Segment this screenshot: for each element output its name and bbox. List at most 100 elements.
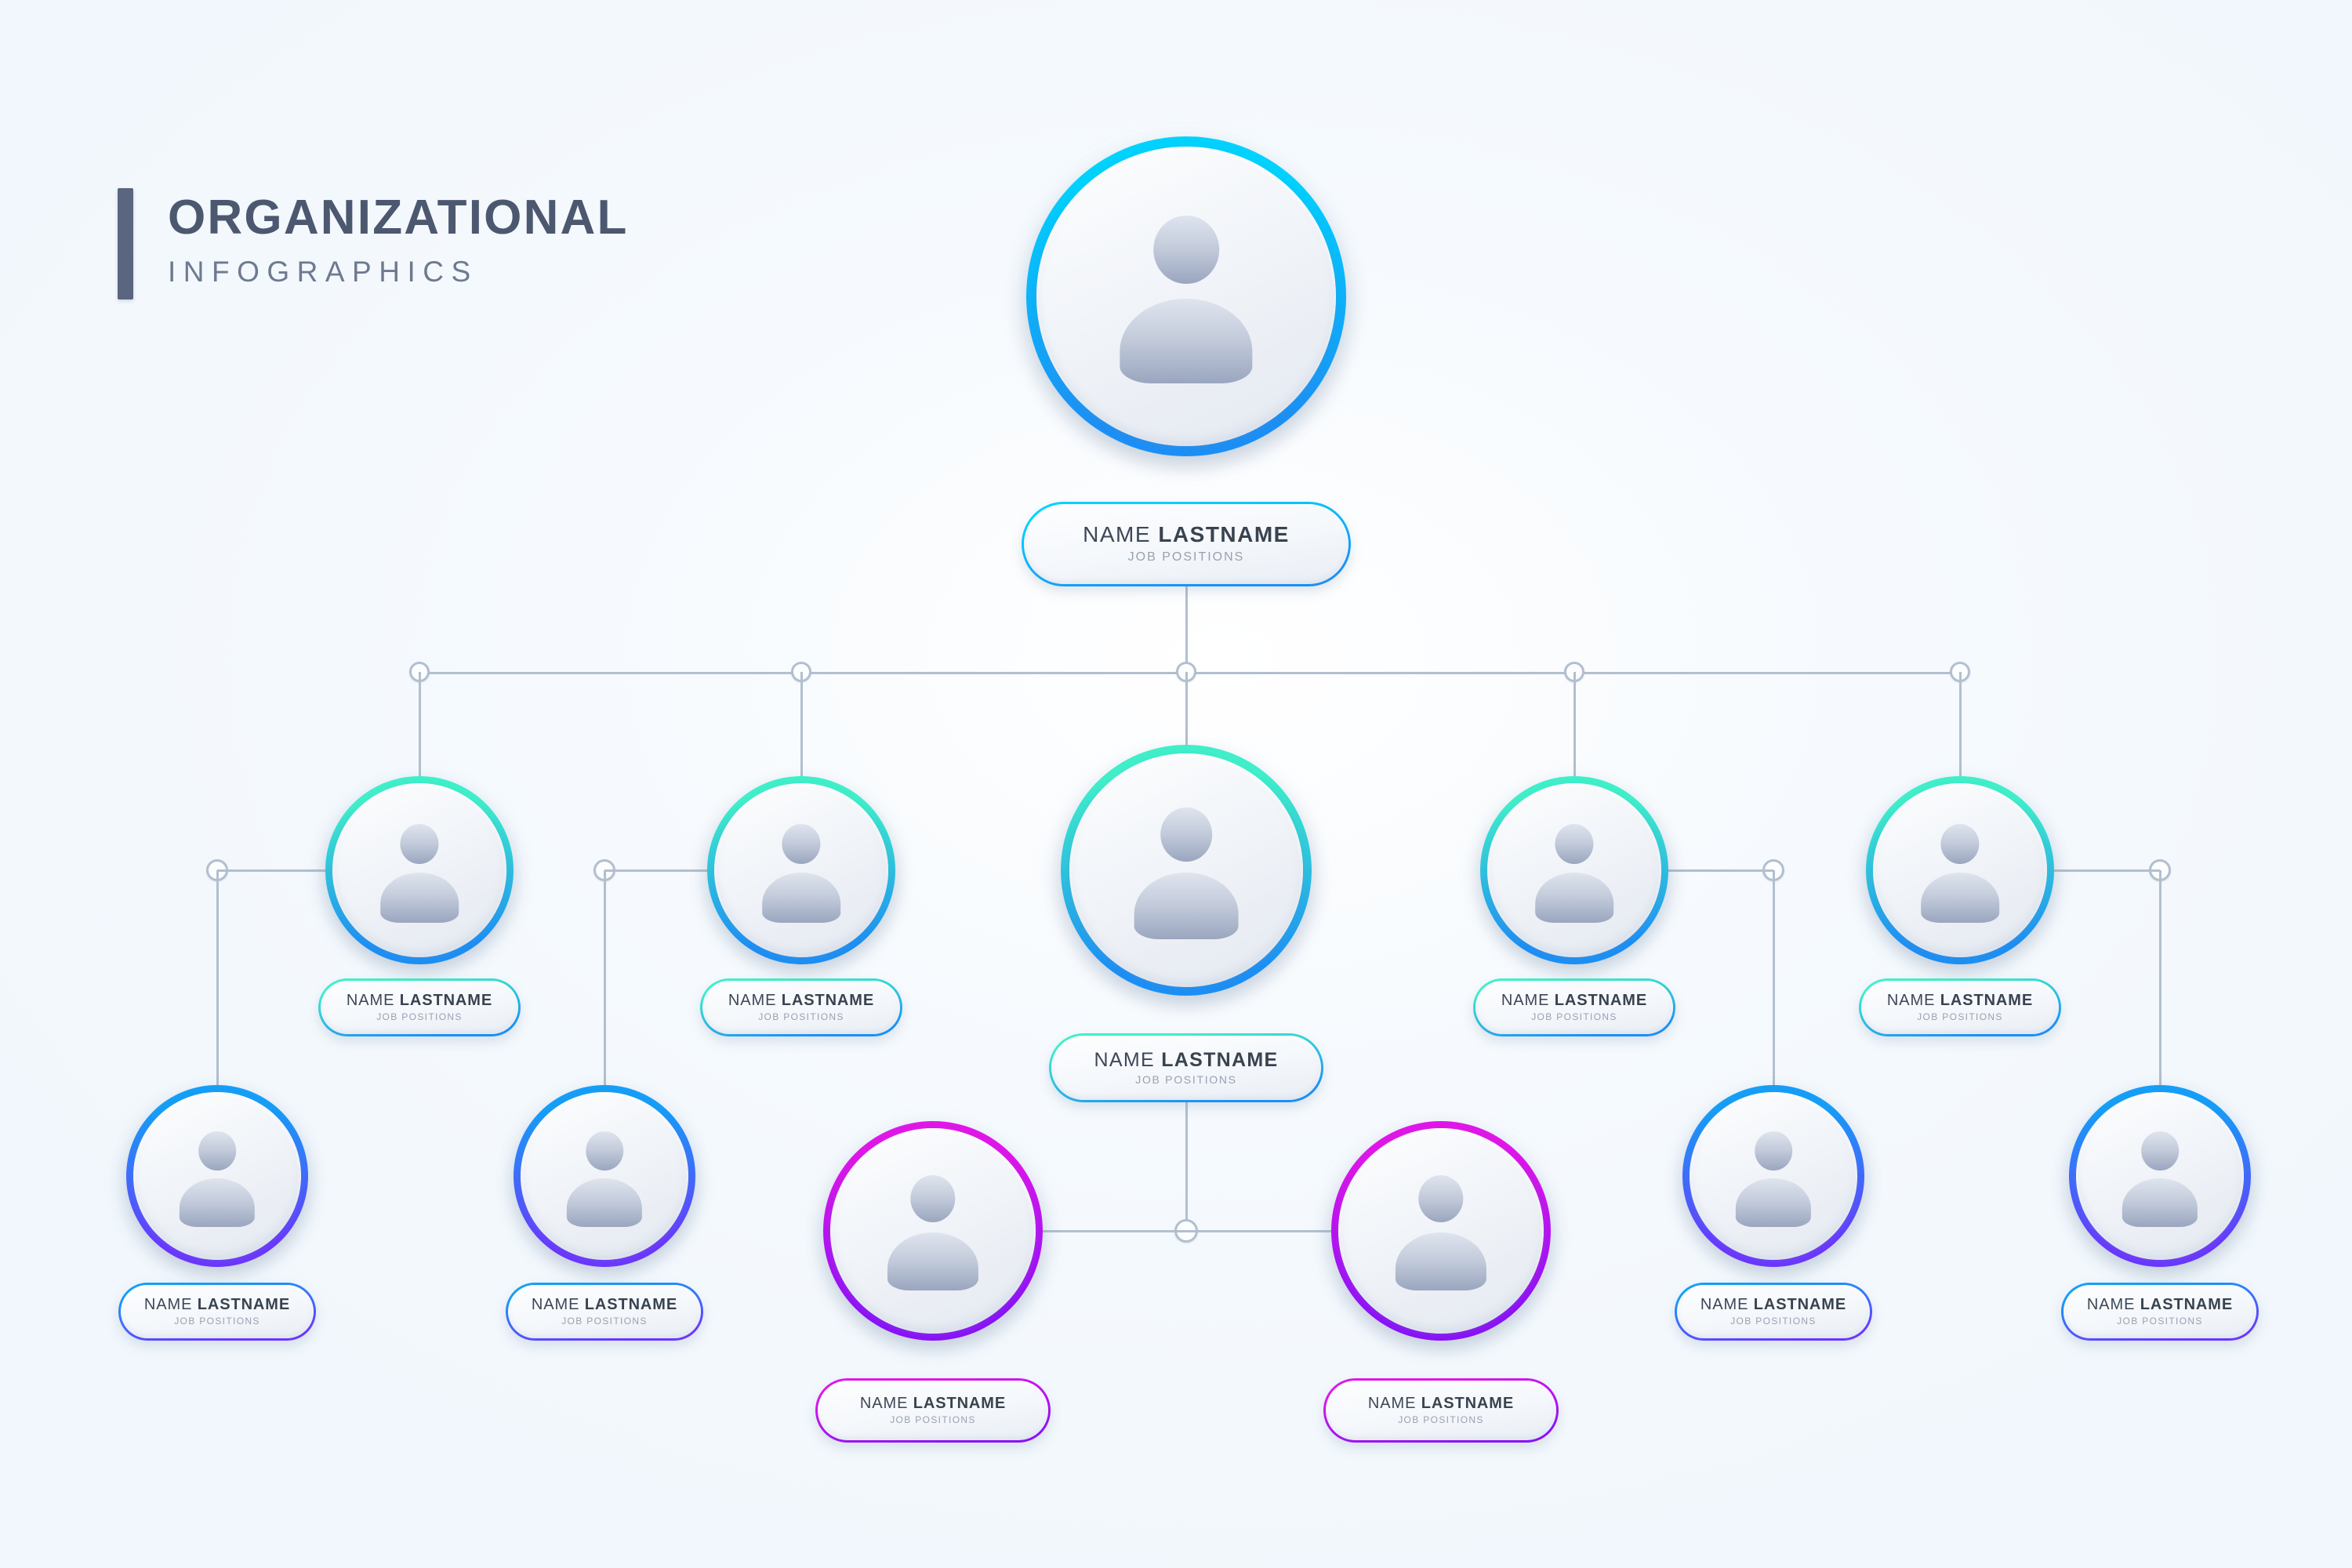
avatar-face-plate: [714, 783, 888, 957]
org-node-l2-1[interactable]: [325, 776, 514, 964]
person-first-name: NAME: [2086, 1296, 2140, 1314]
avatar-face-plate: [1069, 753, 1303, 987]
org-node-l3-1[interactable]: [126, 1085, 308, 1267]
person-job-title: JOB POSITIONS: [376, 1011, 463, 1022]
avatar-ceo[interactable]: [1026, 136, 1346, 456]
org-node-l2-4[interactable]: [1480, 776, 1668, 964]
connector-center-drop: [1185, 1102, 1188, 1231]
person-icon: [1690, 1092, 1857, 1260]
person-first-name: NAME: [859, 1395, 913, 1413]
person-icon: [521, 1092, 688, 1260]
person-name: NAME LASTNAME: [143, 1296, 290, 1314]
person-first-name: NAME: [1083, 522, 1159, 547]
avatar-l2-1[interactable]: [325, 776, 514, 964]
org-node-l2-5[interactable]: [1866, 776, 2054, 964]
avatar-ring: [707, 776, 895, 964]
avatar-face-plate: [830, 1128, 1036, 1334]
connector-ceo-drop: [1185, 586, 1188, 672]
avatar-l3-5[interactable]: [1682, 1085, 1864, 1267]
avatar-l3-1[interactable]: [126, 1085, 308, 1267]
avatar-ring: [514, 1085, 695, 1267]
org-node-l3-3[interactable]: [823, 1121, 1043, 1341]
person-job-title: JOB POSITIONS: [890, 1414, 976, 1425]
person-name: NAME LASTNAME: [2086, 1296, 2234, 1314]
avatar-face-plate: [332, 783, 506, 957]
connector-bus-to-l2-3: [1185, 672, 1188, 745]
person-icon: [332, 783, 506, 957]
person-name: NAME LASTNAME: [1887, 992, 2033, 1010]
avatar-l3-3[interactable]: [823, 1121, 1043, 1341]
avatar-face-plate: [521, 1092, 688, 1260]
connector-bus-to-l2-5: [1959, 672, 1962, 776]
org-node-l3-2[interactable]: [514, 1085, 695, 1267]
connector-bus-to-l2-4: [1573, 672, 1576, 776]
connector-to-l3-1: [216, 870, 219, 1085]
person-first-name: NAME: [1501, 992, 1555, 1010]
page-title: ORGANIZATIONAL INFOGRAPHICS: [118, 188, 629, 300]
avatar-ring: [1866, 776, 2054, 964]
person-first-name: NAME: [728, 992, 782, 1010]
person-name: NAME LASTNAME: [859, 1395, 1007, 1413]
org-node-ceo[interactable]: [1026, 136, 1346, 456]
person-icon: [2076, 1092, 2244, 1260]
person-job-title: JOB POSITIONS: [1730, 1315, 1817, 1327]
title-main: ORGANIZATIONAL: [168, 191, 629, 245]
org-node-l2-2[interactable]: [707, 776, 895, 964]
connector-l2-5-side: [2054, 869, 2160, 872]
connector-bus-to-l2-2: [800, 672, 803, 776]
avatar-l2-3[interactable]: [1061, 745, 1312, 996]
person-first-name: NAME: [143, 1296, 198, 1314]
avatar-l3-6[interactable]: [2069, 1085, 2251, 1267]
avatar-face-plate: [1690, 1092, 1857, 1260]
avatar-l2-4[interactable]: [1480, 776, 1668, 964]
connector-l2-1-side: [217, 869, 325, 872]
person-first-name: NAME: [1367, 1395, 1421, 1413]
connector-to-l3-6: [2159, 870, 2161, 1085]
person-name: NAME LASTNAME: [532, 1296, 678, 1314]
person-last-name: LASTNAME: [2140, 1296, 2234, 1314]
person-icon: [1036, 147, 1336, 446]
person-last-name: LASTNAME: [584, 1296, 678, 1314]
person-name: NAME LASTNAME: [1083, 523, 1290, 546]
connector-center-to-l3-3: [1043, 1230, 1186, 1232]
org-node-l2-3[interactable]: [1061, 745, 1312, 996]
person-job-title: JOB POSITIONS: [1398, 1414, 1484, 1425]
avatar-l3-2[interactable]: [514, 1085, 695, 1267]
connector-to-l3-2: [604, 870, 606, 1085]
connector-l2-2-side: [604, 869, 707, 872]
avatar-ring: [126, 1085, 308, 1267]
avatar-l2-5[interactable]: [1866, 776, 2054, 964]
avatar-ring: [1026, 136, 1346, 456]
person-last-name: LASTNAME: [1158, 522, 1290, 547]
person-icon: [133, 1092, 301, 1260]
org-node-l3-4[interactable]: [1331, 1121, 1551, 1341]
person-name: NAME LASTNAME: [1700, 1296, 1846, 1314]
avatar-l2-2[interactable]: [707, 776, 895, 964]
org-node-l3-5[interactable]: [1682, 1085, 1864, 1267]
person-icon: [1069, 753, 1303, 987]
person-last-name: LASTNAME: [913, 1395, 1007, 1413]
title-subtitle: INFOGRAPHICS: [168, 256, 478, 289]
connector-center-to-l3-4: [1186, 1230, 1331, 1232]
avatar-l3-4[interactable]: [1331, 1121, 1551, 1341]
person-job-title: JOB POSITIONS: [174, 1315, 260, 1327]
org-node-l3-6[interactable]: [2069, 1085, 2251, 1267]
